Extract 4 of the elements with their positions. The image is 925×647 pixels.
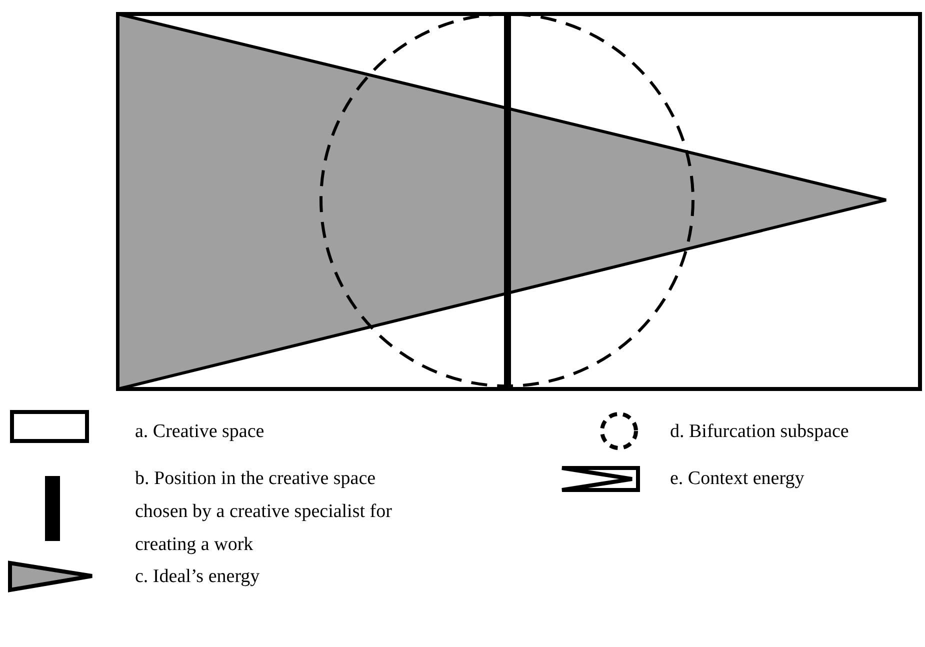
- legend-text: a. Creative space: [135, 420, 266, 444]
- legend-text: e. Context energy: [670, 467, 806, 491]
- legend-text: d. Bifurcation subspace: [670, 420, 850, 444]
- legend-text: c. Ideal’s energy: [135, 565, 261, 589]
